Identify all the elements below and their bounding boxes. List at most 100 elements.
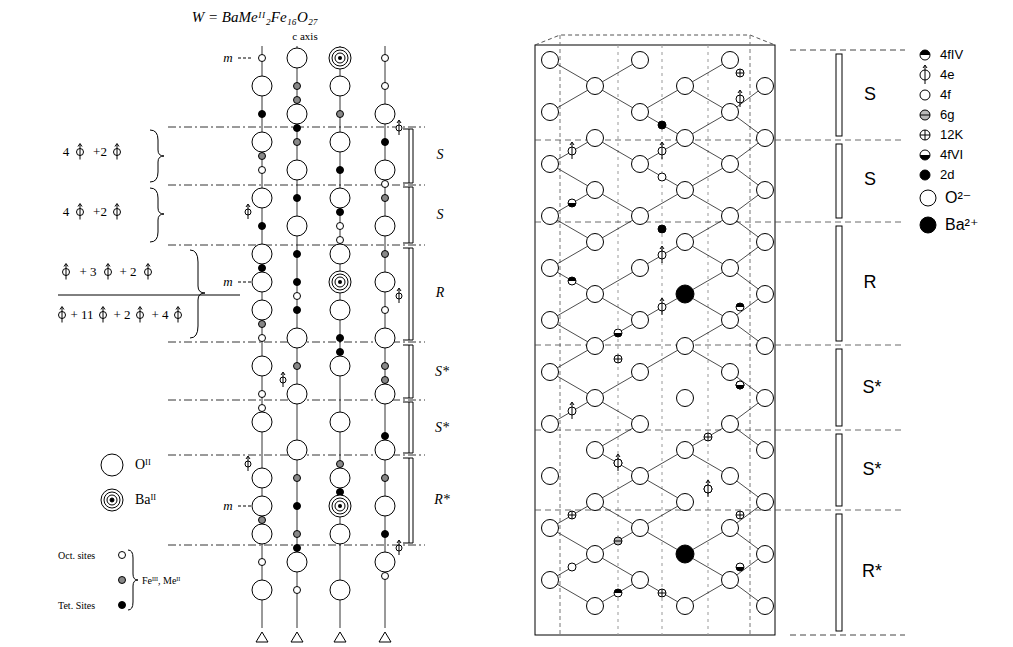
site-dot	[294, 251, 301, 258]
oxygen-ion	[542, 208, 559, 225]
barium-sample	[920, 217, 936, 233]
layer-label: S*	[862, 378, 881, 398]
mirror-plane	[238, 506, 252, 507]
site-dot	[658, 225, 666, 233]
site-symbol	[137, 307, 144, 323]
axis-triangle	[291, 632, 303, 642]
oxygen-ion	[542, 260, 559, 277]
site-symbol	[294, 307, 301, 314]
site-symbol	[337, 461, 344, 468]
site-symbol	[382, 307, 389, 314]
oxygen-ion	[722, 312, 739, 329]
axis-triangle	[379, 632, 391, 642]
site-dot	[920, 170, 930, 180]
site-dot	[614, 329, 622, 337]
site-symbol	[259, 153, 266, 160]
site-axis	[80, 205, 81, 220]
site-symbol	[396, 288, 402, 303]
site-bar	[618, 355, 619, 363]
layer-label: 4	[63, 145, 70, 159]
site-symbol	[382, 475, 389, 482]
layer-label: + 11	[70, 308, 93, 322]
oxygen-ion	[252, 524, 272, 544]
site-symbol	[382, 363, 389, 370]
oxygen-ion	[375, 104, 395, 124]
layer-bracket	[403, 248, 413, 249]
oxygen-ion	[757, 494, 774, 511]
site-symbol	[259, 321, 266, 328]
site-axis	[103, 308, 104, 323]
site-bar	[920, 115, 930, 116]
oxygen-ion	[330, 580, 350, 600]
layer-bracket	[413, 248, 414, 340]
site-symbol	[294, 97, 301, 104]
legend-text: 4fIV	[940, 48, 963, 62]
site-symbol	[259, 391, 266, 398]
site-symbol	[294, 531, 301, 538]
site-symbol	[614, 454, 622, 471]
site-symbol	[382, 433, 389, 440]
barium-ion	[335, 53, 345, 63]
site-arrow	[397, 120, 401, 123]
site-dot	[920, 90, 930, 100]
site-axis	[708, 481, 709, 497]
site-dot	[294, 279, 301, 286]
oxygen-ion	[757, 78, 774, 95]
site-symbol	[658, 142, 666, 159]
site-symbol	[337, 489, 344, 496]
site-symbol	[259, 559, 266, 566]
site-dot	[259, 321, 266, 328]
layer-bar	[836, 54, 842, 136]
site-dot	[294, 125, 301, 132]
site-bar	[740, 511, 741, 519]
site-arrow	[246, 456, 250, 459]
site-dot	[736, 563, 744, 571]
oxygen-ion	[677, 598, 694, 615]
oxygen-ion	[329, 495, 351, 517]
oxygen-ion	[757, 390, 774, 407]
oxygen-ion	[587, 130, 604, 147]
site-dot	[294, 363, 301, 370]
brace	[150, 188, 164, 242]
legend-text: 2d	[940, 168, 954, 182]
site-symbol	[658, 589, 666, 597]
layer-bracket	[403, 243, 413, 244]
site-symbol	[105, 264, 112, 280]
site-symbol	[337, 111, 344, 118]
site-dot	[337, 335, 344, 342]
site-symbol	[259, 335, 266, 342]
oxygen-ion	[677, 390, 694, 407]
site-sample	[119, 602, 126, 609]
oxygen-ion	[677, 234, 694, 251]
site-symbol	[920, 130, 930, 140]
layer-bracket	[409, 458, 410, 543]
site-dot	[382, 139, 389, 146]
oxygen-ion	[287, 216, 307, 236]
oxygen-ion	[587, 494, 604, 511]
site-axis	[662, 299, 663, 315]
site-symbol	[294, 195, 301, 202]
site-symbol	[568, 511, 576, 519]
unit-cell-top	[535, 35, 775, 45]
oxygen-ion	[330, 244, 350, 264]
site-dot	[658, 589, 666, 597]
site-fill	[736, 303, 744, 307]
separator-line	[58, 295, 240, 296]
oxygen-ion	[287, 552, 307, 572]
site-symbol	[382, 139, 389, 146]
site-dot	[259, 335, 266, 342]
layer-label: S	[437, 207, 444, 222]
site-dot	[337, 349, 344, 356]
site-fill	[614, 589, 622, 593]
site-symbol	[294, 587, 301, 594]
oxygen-ion	[330, 300, 350, 320]
site-dot	[259, 517, 266, 524]
site-symbol	[259, 111, 266, 118]
barium-ion	[676, 545, 694, 563]
site-axis	[248, 205, 249, 219]
layer-bracket	[409, 345, 410, 398]
site-symbol	[382, 83, 389, 90]
site-arrow	[706, 480, 710, 483]
oxygen-ion	[677, 182, 694, 199]
